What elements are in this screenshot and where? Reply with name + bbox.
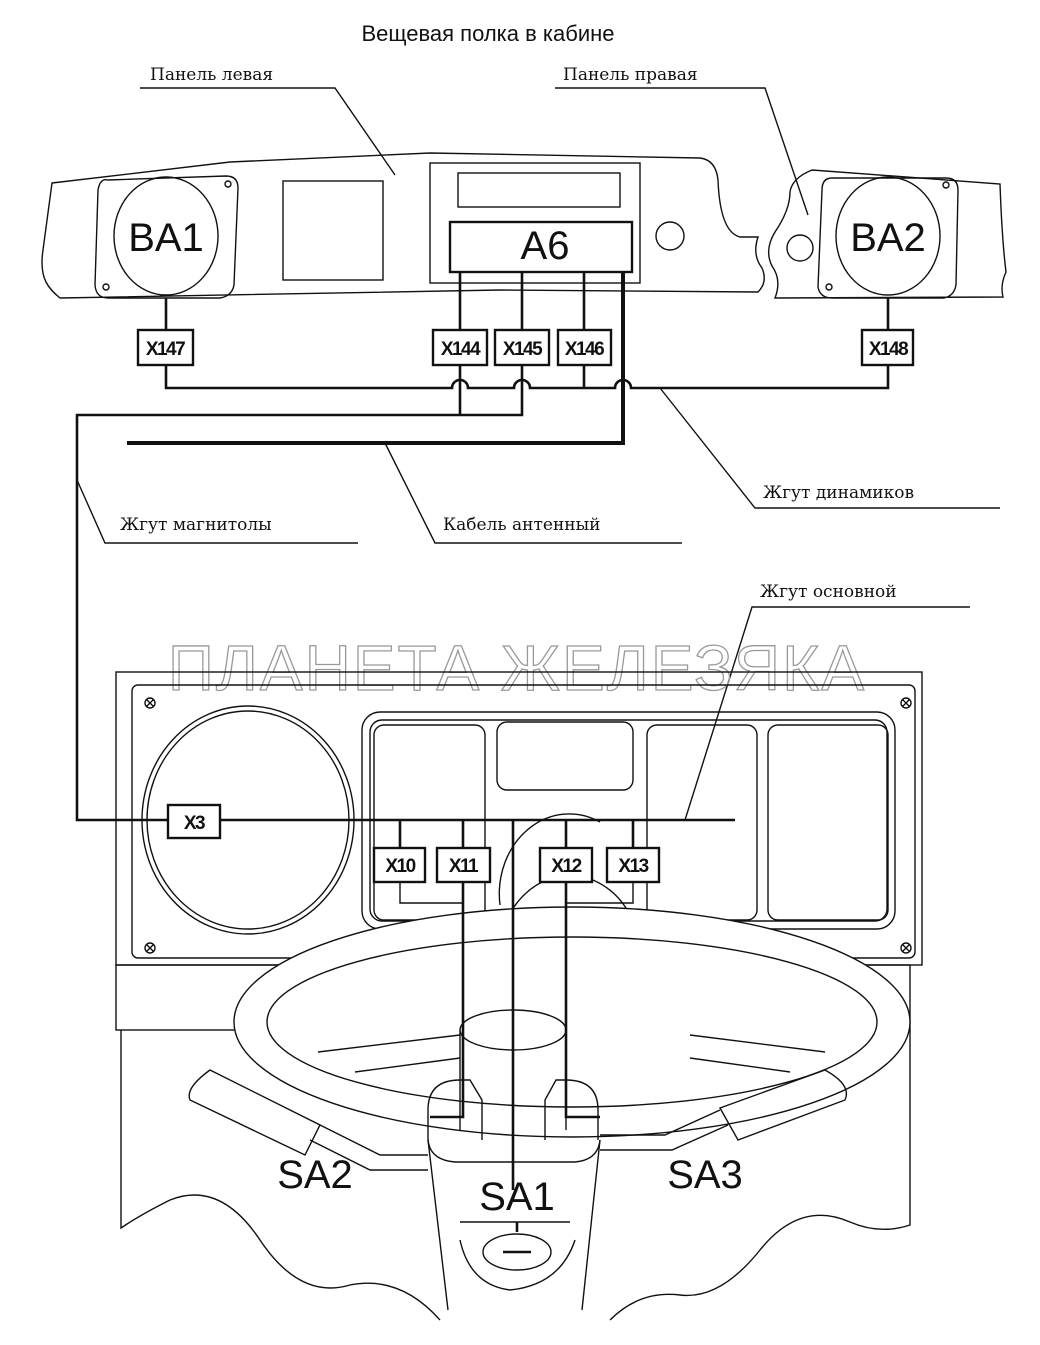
speaker-ba2-label: BA2 [850,216,926,260]
switch-sa2-label: SA2 [277,1153,353,1197]
speaker-mount-left [94,175,239,299]
radio-housing [429,162,641,284]
connector-label: X146 [565,339,604,360]
label-panel-left: Панель левая [140,65,396,176]
speaker-ba1-label: BA1 [128,216,204,260]
label-harness-radio-text: Жгут магнитолы [120,515,272,535]
watermark: ПЛАНЕТА ЖЕЛЕЗЯКА [168,632,866,704]
connector-x11: X11 [435,846,492,884]
connector-x148: X148 [860,328,915,367]
shelf-panel-left: BA1 A6 [41,152,765,299]
radio-a6 [448,220,634,274]
connector-label: X10 [385,856,415,877]
switch-sa1-label: SA1 [479,1175,555,1219]
label-harness-speakers: Жгут динамиков [659,387,1000,509]
shelf-panel-right: BA2 [767,169,1007,299]
screw-icon [900,942,912,954]
connector-x144: X144 [431,328,489,367]
harness-speakers-wires [75,272,890,822]
radio-display [457,172,621,208]
screw-icon [144,942,156,954]
connector-x145: X145 [493,328,551,367]
connector-label: X147 [146,339,185,360]
label-harness-main-text: Жгут основной [760,582,897,602]
label-panel-right: Панель правая [555,65,809,216]
screw-icon [900,697,912,709]
speaker-ba2 [835,176,941,296]
shelf-compartment [282,180,384,281]
speaker-mount-right [817,177,959,299]
connector-label: X144 [441,339,481,360]
steering-wheel [233,906,911,1311]
leader-line [140,87,396,176]
connector-x13: X13 [605,846,661,884]
harness-main-wires [398,820,635,1232]
gauge-large [141,705,355,935]
label-panel-right-text: Панель правая [563,65,698,85]
connector-x146: X146 [556,328,613,367]
screw-icon [144,697,156,709]
switch-sa3-label: SA3 [667,1153,743,1197]
connector-label: X12 [551,856,581,877]
radio-a6-label: A6 [521,224,570,268]
connector-label: X148 [869,339,908,360]
shelf-hole [786,234,814,262]
label-panel-left-text: Панель левая [150,65,273,85]
label-cable-antenna: Кабель антенный [384,442,682,544]
shelf-hole [655,221,685,251]
connector-label: X3 [184,813,205,834]
label-cable-antenna-text: Кабель антенный [443,515,601,535]
diagram-title: Вещевая полка в кабине [361,21,614,46]
connector-label: X13 [618,856,648,877]
connector-x12: X12 [538,846,594,884]
speaker-ba1 [113,176,219,296]
label-harness-main: Жгут основной [684,582,970,821]
connector-label: X145 [503,339,543,360]
connector-label: X11 [449,856,479,877]
ignition-key-icon [482,1233,552,1271]
lever-left [188,1069,428,1171]
lever-right [600,1069,848,1151]
connector-x147: X147 [136,328,195,367]
connector-x3: X3 [166,803,222,840]
connector-x10: X10 [372,846,427,884]
label-harness-radio: Жгут магнитолы [76,479,358,544]
label-harness-speakers-text: Жгут динамиков [763,483,914,503]
leader-line [555,87,809,216]
